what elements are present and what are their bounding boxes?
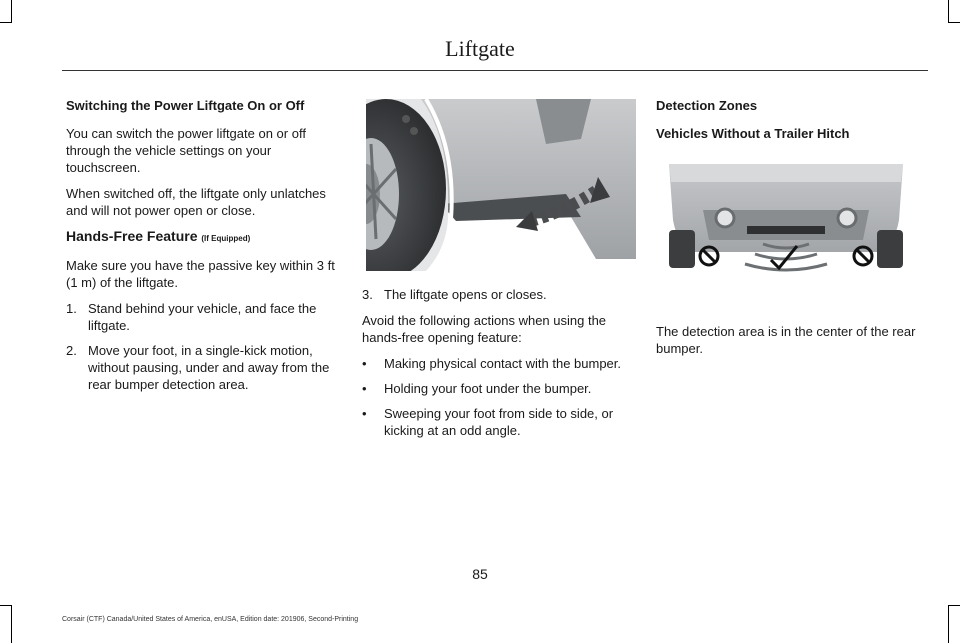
crop-mark-top-left-v xyxy=(11,0,12,22)
column-left: Switching the Power Liftgate On or Off Y… xyxy=(66,97,338,402)
detection-zones-heading: Detection Zones xyxy=(656,98,758,113)
paragraph-detection-area: The detection area is in the center of t… xyxy=(656,324,916,356)
list-item: • Holding your foot under the bumper. xyxy=(362,380,634,397)
without-hitch-heading: Vehicles Without a Trailer Hitch xyxy=(656,126,850,141)
detection-zone-illustration xyxy=(663,160,909,282)
header-rule xyxy=(62,70,928,71)
column-right: Detection Zones Vehicles Without a Trail… xyxy=(656,97,928,153)
list-item: • Sweeping your foot from side to side, o… xyxy=(362,405,634,439)
feature-heading-text: Hands-Free Feature xyxy=(66,228,198,244)
step-text: Stand behind your vehicle, and face the … xyxy=(88,301,317,333)
page-title: Liftgate xyxy=(445,36,515,61)
crop-mark-bottom-right-v xyxy=(948,605,949,643)
crop-mark-bottom-left-v xyxy=(11,605,12,643)
steps-list: 1. Stand behind your vehicle, and face th… xyxy=(66,300,338,393)
crop-mark-top-right-h xyxy=(948,22,960,23)
bullet: • xyxy=(362,381,367,396)
step-text: Move your foot, in a single-kick motion,… xyxy=(88,343,330,392)
bullet-text: Holding your foot under the bumper. xyxy=(384,381,592,396)
edition-footer: Corsair (CTF) Canada/United States of Am… xyxy=(62,616,359,623)
bullet-text: Sweeping your foot from side to side, or… xyxy=(384,406,614,438)
bullet-list: • Making physical contact with the bumper… xyxy=(362,355,634,439)
paragraph-avoid-actions: Avoid the following actions when using t… xyxy=(362,313,607,345)
list-item: 2. Move your foot, in a single-kick motio… xyxy=(66,342,338,393)
paragraph-switch-settings: You can switch the power liftgate on or … xyxy=(66,126,306,175)
feature-heading-suffix: (If Equipped) xyxy=(201,234,251,243)
step-number: 1. xyxy=(66,301,77,316)
rear-bumper-kick-illustration xyxy=(366,99,636,271)
column-right-text: The detection area is in the center of t… xyxy=(656,323,932,366)
crop-mark-top-left-h xyxy=(0,22,12,23)
section-heading: Switching the Power Liftgate On or Off xyxy=(66,98,305,113)
step-number: 3. xyxy=(362,287,373,302)
feature-heading: Hands-Free Feature (If Equipped) xyxy=(66,228,338,247)
list-item: 1. Stand behind your vehicle, and face th… xyxy=(66,300,338,334)
paragraph-switched-off: When switched off, the liftgate only unl… xyxy=(66,186,326,218)
crop-mark-bottom-left-h xyxy=(0,605,12,606)
crop-mark-top-right-v xyxy=(948,0,949,22)
page-number: 85 xyxy=(472,566,488,582)
steps-list-continued: 3. The liftgate opens or closes. xyxy=(362,286,634,303)
bullet: • xyxy=(362,356,367,371)
column-middle: 3. The liftgate opens or closes. Avoid th… xyxy=(362,286,634,448)
list-item: • Making physical contact with the bumper… xyxy=(362,355,634,372)
crop-mark-bottom-right-h xyxy=(948,605,960,606)
step-text: The liftgate opens or closes. xyxy=(384,287,547,302)
step-number: 2. xyxy=(66,343,77,358)
list-item: 3. The liftgate opens or closes. xyxy=(362,286,634,303)
bullet-text: Making physical contact with the bumper. xyxy=(384,356,622,371)
bullet: • xyxy=(362,406,367,421)
paragraph-passive-key: Make sure you have the passive key withi… xyxy=(66,258,335,290)
